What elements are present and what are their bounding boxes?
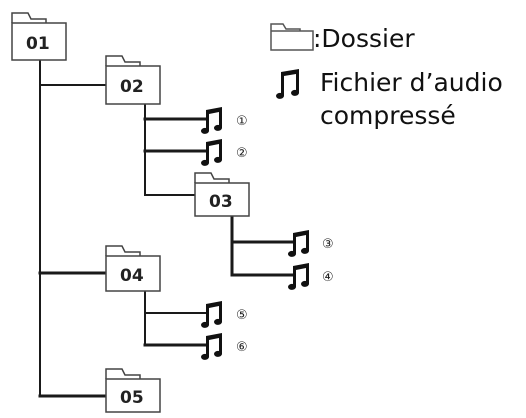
audio-file-5: ⑤ (201, 301, 248, 328)
file-1-number: ① (236, 114, 248, 129)
folder-icon (194, 172, 230, 183)
legend-file-label-line1: Fichier d’audio (320, 68, 503, 97)
music-note-icon (288, 230, 309, 257)
music-note-icon (201, 333, 222, 360)
legend-folder-entry: :Dossier (270, 23, 415, 53)
audio-file-4: ④ (288, 263, 334, 290)
music-note-icon (276, 69, 299, 99)
folder-04-box (105, 255, 161, 292)
folder-icon (270, 23, 314, 51)
folder-02-label: 02 (120, 77, 144, 97)
folder-01-box (11, 22, 67, 61)
music-note-icon (201, 139, 222, 166)
folder-icon (105, 368, 141, 379)
file-4-number: ④ (322, 270, 334, 285)
folder-01: 01 (11, 12, 67, 61)
tree-connectors (38, 59, 294, 398)
audio-file-2: ② (201, 139, 248, 166)
file-6-number: ⑥ (236, 340, 248, 355)
folder-03-box (194, 182, 250, 217)
audio-file-3: ③ (288, 230, 334, 257)
legend-folder-label: :Dossier (313, 24, 415, 53)
music-note-icon (201, 107, 222, 134)
legend-file-label-line2: compressé (320, 101, 456, 130)
folder-03: 03 (194, 172, 250, 217)
music-note-icon (201, 301, 222, 328)
folder-icon (11, 12, 47, 23)
audio-file-6: ⑥ (201, 333, 248, 360)
folder-03-label: 03 (209, 192, 233, 212)
folder-icon (105, 55, 141, 66)
folder-01-label: 01 (26, 34, 50, 54)
folder-icon (105, 245, 141, 256)
folder-02: 02 (105, 55, 161, 105)
folder-04: 04 (105, 245, 161, 292)
music-note-icon (288, 263, 309, 290)
file-5-number: ⑤ (236, 308, 248, 323)
folder-05-box (105, 378, 161, 413)
folder-04-label: 04 (120, 266, 144, 286)
file-3-number: ③ (322, 237, 334, 252)
folder-05: 05 (105, 368, 161, 413)
file-2-number: ② (236, 146, 248, 161)
folder-05-label: 05 (120, 388, 144, 408)
legend: :Dossier Fichier d’audio compressé (270, 23, 503, 130)
legend-file-entry: Fichier d’audio compressé (276, 68, 503, 130)
folder-02-box (105, 65, 161, 105)
audio-file-1: ① (201, 107, 248, 134)
